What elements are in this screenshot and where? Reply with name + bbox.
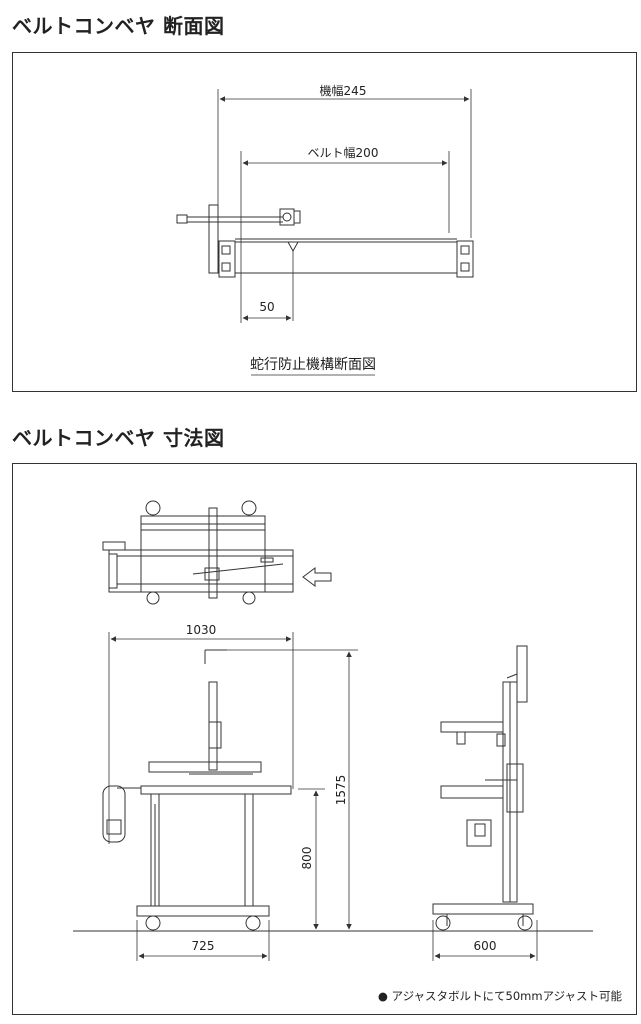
- belt-height-dimension-label: 800: [300, 847, 314, 870]
- dimension-panel: 1030 1575 800: [12, 463, 637, 1015]
- dimension-title: ベルトコンベヤ 寸法図: [12, 426, 225, 450]
- length-dimension-label: 1030: [186, 623, 217, 637]
- machine-width-label: 機幅245: [320, 83, 367, 98]
- offset-dimension-label: 50: [259, 300, 274, 314]
- belt-width-dimension: ベルト幅200: [240, 145, 450, 323]
- cross-section-panel: 機幅245 ベルト幅200: [12, 52, 637, 392]
- total-height-dimension-label: 1575: [334, 775, 348, 806]
- flow-direction-arrow-icon: [302, 567, 332, 587]
- top-view: [102, 500, 332, 605]
- dimension-drawing: 1030 1575 800: [73, 500, 593, 961]
- offset-dimension: 50: [242, 300, 292, 321]
- front-view: 1030 1575 800: [73, 623, 593, 961]
- base-width-dimension-label: 600: [474, 939, 497, 953]
- belt-width-label: ベルト幅200: [308, 145, 379, 160]
- machine-width-dimension: 機幅245: [217, 83, 472, 258]
- conveyor-cross-section: [176, 204, 474, 321]
- base-length-dimension-label: 725: [192, 939, 215, 953]
- cross-section-title: ベルトコンベヤ 断面図: [12, 14, 225, 38]
- cross-section-caption: 蛇行防止機構断面図: [250, 357, 376, 373]
- cross-section-drawing: 機幅245 ベルト幅200: [176, 83, 474, 376]
- adjuster-note: ● アジャスタボルトにて50mmアジャスト可能: [377, 989, 622, 1003]
- side-view: 600: [432, 645, 538, 961]
